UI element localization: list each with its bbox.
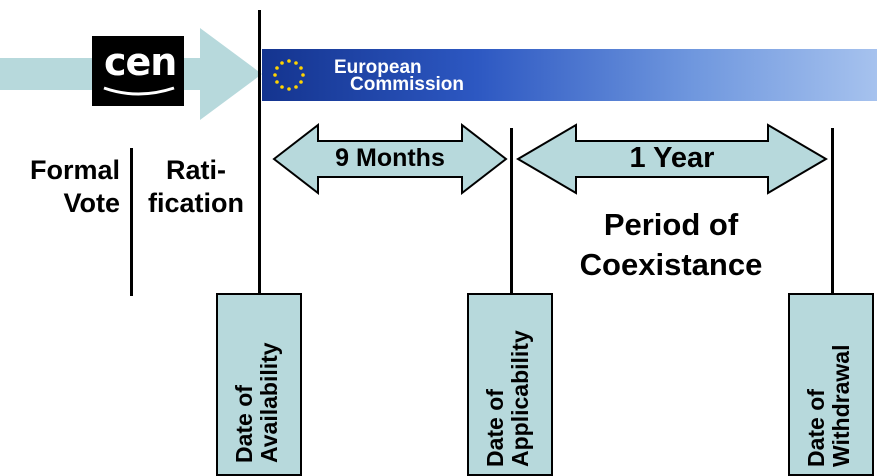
date-availability-line1: Date of (231, 385, 257, 463)
period-line2: Coexistance (579, 247, 763, 282)
vote-ratification-divider (130, 148, 133, 296)
availability-line (258, 10, 261, 294)
ec-text-line1: European (334, 57, 422, 78)
ratification-line1: Rati- (166, 155, 226, 185)
withdrawal-line (831, 128, 834, 294)
date-applicability-line2: Applicability (507, 330, 533, 467)
ratification-label: Rati- fication (140, 154, 252, 220)
date-availability-text: Date of Availability (231, 342, 282, 463)
formal-vote-line1: Formal (29, 155, 120, 185)
european-commission-banner: European Commission (262, 49, 877, 101)
one-year-label: 1 Year (629, 142, 715, 174)
period-line1: Period of (603, 207, 739, 242)
date-applicability-box: Date of Applicability (467, 293, 553, 476)
cen-logo: cen (92, 36, 184, 106)
date-availability-box: Date of Availability (216, 293, 302, 476)
formal-vote-line2: Vote (63, 188, 120, 218)
date-withdrawal-line2: Withdrawal (828, 344, 854, 467)
date-withdrawal-text: Date of Withdrawal (803, 344, 854, 467)
nine-months-arrow (272, 123, 508, 195)
applicability-line (510, 128, 513, 294)
date-withdrawal-box: Date of Withdrawal (788, 293, 874, 476)
date-withdrawal-line1: Date of (803, 389, 829, 467)
cen-logo-text: cen (104, 40, 177, 84)
date-availability-line2: Availability (256, 342, 282, 463)
period-of-coexistence-label: Period of Coexistance (560, 205, 782, 285)
ec-text-line2: Commission (350, 74, 465, 95)
date-applicability-line1: Date of (482, 389, 508, 467)
nine-months-label: 9 Months (335, 144, 445, 172)
ratification-line2: fication (147, 188, 244, 218)
cen-logo-swoosh (103, 86, 175, 96)
one-year-arrow (516, 123, 828, 195)
formal-vote-label: Formal Vote (20, 154, 120, 220)
eu-stars-icon (273, 59, 305, 91)
date-applicability-text: Date of Applicability (482, 330, 533, 467)
